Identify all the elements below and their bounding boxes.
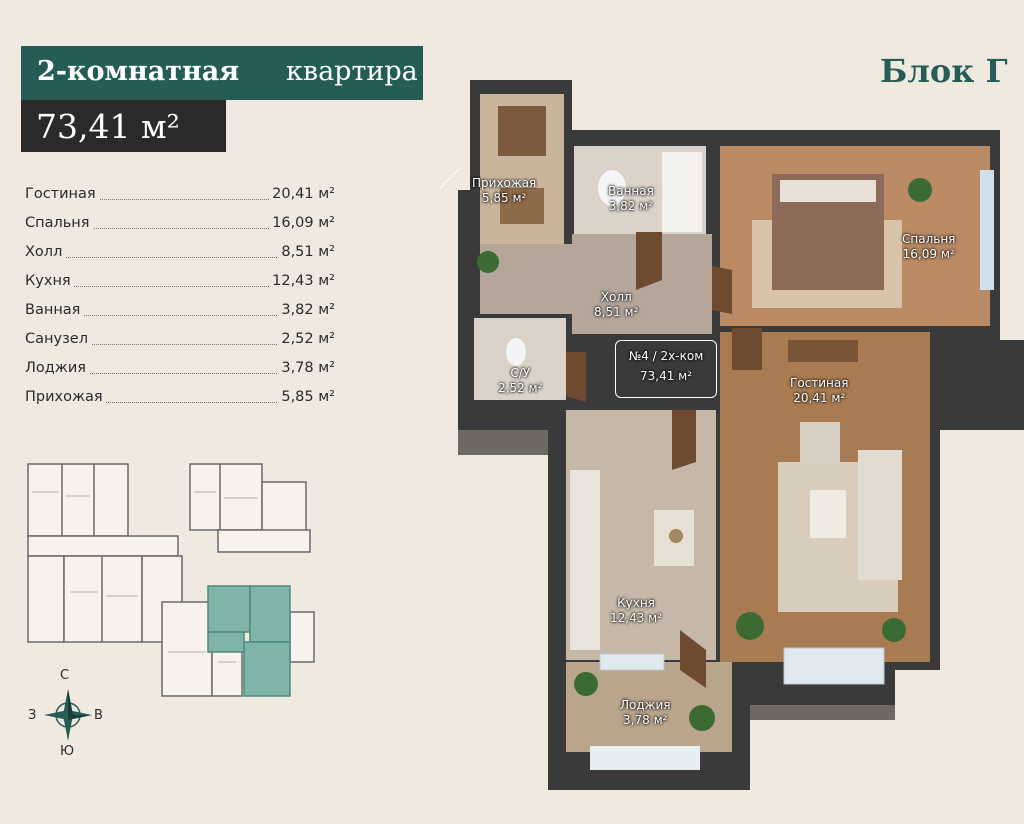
spec-row: Лоджия 3,78 м² xyxy=(25,360,335,380)
apartment-number: №4 / 2х-ком xyxy=(628,349,704,363)
title-rooms: 2-комнатная xyxy=(37,56,240,87)
compass-rose-icon xyxy=(44,689,92,741)
spec-name: Лоджия xyxy=(25,360,90,376)
spec-name: Спальня xyxy=(25,215,93,231)
spec-value: 12,43 м² xyxy=(269,273,335,289)
spec-name: Кухня xyxy=(25,273,74,289)
spec-name: Санузел xyxy=(25,331,91,347)
spec-value: 3,78 м² xyxy=(278,360,335,376)
compass-east: В xyxy=(94,708,103,723)
compass-north: С xyxy=(60,668,70,683)
block-mini-plan xyxy=(27,463,315,697)
spec-name: Ванная xyxy=(25,302,84,318)
spec-value: 5,85 м² xyxy=(278,389,335,405)
title-type: квартира xyxy=(286,56,418,87)
spec-row: Прихожая 5,85 м² xyxy=(25,389,335,409)
apartment-floor-plan xyxy=(440,80,1024,790)
compass-west: З xyxy=(28,708,37,723)
apartment-area: 73,41 м² xyxy=(639,369,693,383)
spec-name: Холл xyxy=(25,244,66,260)
spec-name: Прихожая xyxy=(25,389,106,405)
area-band: 73,41 м² xyxy=(21,100,226,152)
total-area: 73,41 м² xyxy=(36,107,180,146)
compass-south: Ю xyxy=(60,744,75,759)
spec-row: Ванная 3,82 м² xyxy=(25,302,335,322)
spec-value: 3,82 м² xyxy=(278,302,335,318)
spec-row: Холл 8,51 м² xyxy=(25,244,335,264)
spec-value: 8,51 м² xyxy=(278,244,335,260)
spec-name: Гостиная xyxy=(25,186,99,202)
spec-row: Спальня 16,09 м² xyxy=(25,215,335,235)
compass: С Ю З В xyxy=(28,668,118,762)
spec-value: 2,52 м² xyxy=(278,331,335,347)
block-title: Блок Г xyxy=(880,52,1008,90)
title-band: 2-комнатная квартира xyxy=(21,46,423,100)
spec-value: 20,41 м² xyxy=(269,186,335,202)
spec-row: Гостиная 20,41 м² xyxy=(25,186,335,206)
apartment-marker: №4 / 2х-ком 73,41 м² xyxy=(615,340,717,398)
spec-value: 16,09 м² xyxy=(269,215,335,231)
spec-row: Санузел 2,52 м² xyxy=(25,331,335,351)
spec-row: Кухня 12,43 м² xyxy=(25,273,335,293)
